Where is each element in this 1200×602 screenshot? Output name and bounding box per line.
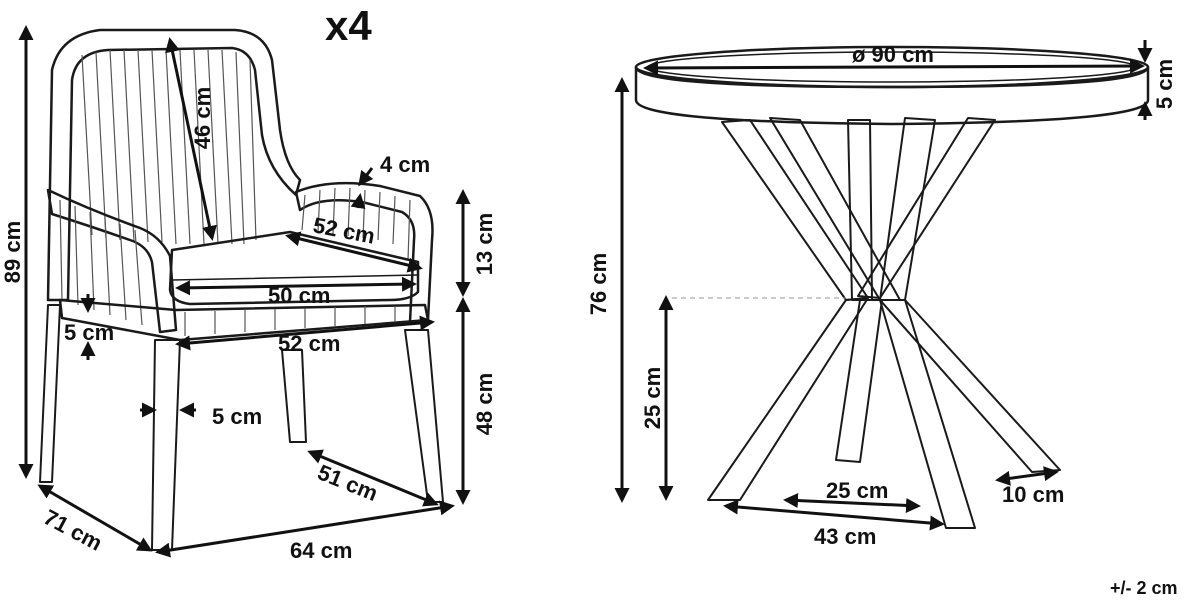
table-top-thickness-label: 5 cm — [1152, 59, 1177, 109]
chair-back-left-leg — [39, 304, 61, 483]
table-base-width-label: 43 cm — [814, 524, 876, 549]
chair-left-arm — [46, 188, 178, 334]
table-drawing — [634, 45, 1150, 529]
chair-depth-label: 71 cm — [40, 504, 107, 555]
chair-dimension-lines — [18, 25, 471, 558]
table-leg-lower-center — [835, 299, 883, 463]
chair-seat-frame — [58, 298, 430, 342]
table-leg-front-left — [769, 117, 901, 301]
table-leg-lower-right — [879, 299, 1061, 473]
table-base-inner-label: 25 cm — [826, 478, 888, 503]
table-leg-foot-label: 10 cm — [1002, 482, 1064, 507]
tolerance-label: +/- 2 cm — [1110, 578, 1178, 598]
chair-front-width-label: 52 cm — [278, 331, 340, 356]
table-leg-front-right — [879, 117, 936, 301]
table-cross-height-label: 25 cm — [640, 367, 665, 429]
chair-drawing — [39, 28, 444, 551]
table-leg-back-center — [847, 119, 873, 301]
chair-total-height-label: 89 cm — [0, 221, 25, 283]
chair-front-left-leg — [151, 339, 181, 551]
chair-frame-thickness-label: 5 cm — [64, 320, 114, 345]
chair-leg-thickness-label: 5 cm — [212, 404, 262, 429]
chair-armrest-thickness-label: 4 cm — [380, 152, 430, 177]
table-diameter-label: ø 90 cm — [852, 42, 934, 67]
table-leg-back-right — [857, 117, 996, 299]
chair-back-right-leg — [281, 349, 307, 443]
chair-backrest-height-label: 46 cm — [190, 87, 215, 149]
chair-seat-height-label: 48 cm — [472, 373, 497, 435]
table-leg-lower-left — [707, 297, 869, 501]
multiplier-label: x4 — [325, 2, 372, 49]
chair-armrest-height-label: 13 cm — [472, 213, 497, 275]
chair-width-label: 64 cm — [290, 538, 352, 563]
table-top-edge — [634, 65, 1150, 126]
chair-seat-cushion — [168, 230, 420, 306]
chair-front-right-leg — [404, 329, 444, 503]
table-dimension-lines — [614, 40, 1153, 531]
table-height-label: 76 cm — [586, 253, 611, 315]
chair-seat-width-label: 50 cm — [268, 283, 330, 308]
table-leg-lower-front — [879, 299, 976, 529]
chair-backrest — [46, 28, 302, 302]
table-leg-back-left — [721, 119, 869, 301]
